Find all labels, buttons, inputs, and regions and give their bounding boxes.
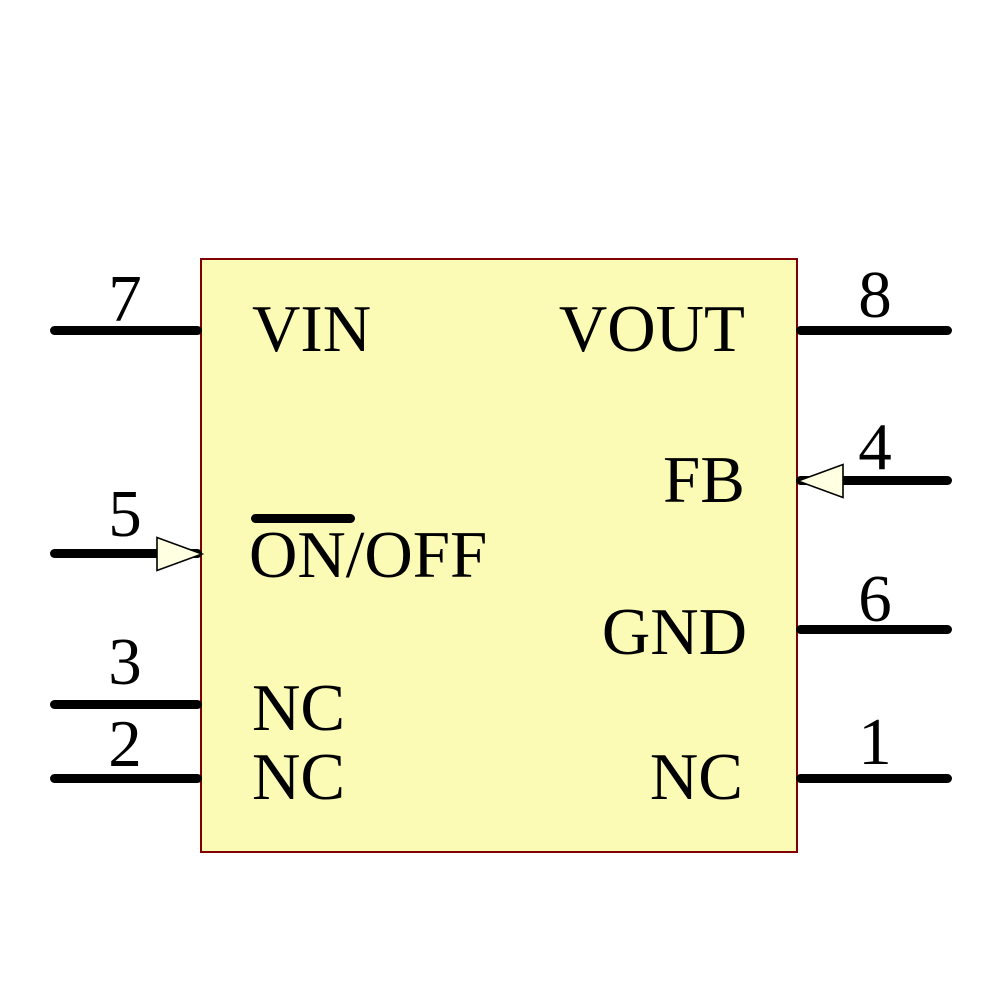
pin-2-line bbox=[50, 774, 202, 783]
pin-label-onoff: ON/OFF bbox=[249, 518, 488, 592]
pin-label-nc-3: NC bbox=[252, 671, 346, 745]
pin-1-line bbox=[796, 774, 952, 783]
pin-label-vout: VOUT bbox=[558, 292, 745, 366]
pin-label-nc-1: NC bbox=[649, 740, 743, 814]
pin-5-line bbox=[50, 549, 202, 558]
pin-6-line bbox=[796, 625, 952, 634]
pin-label-fb: FB bbox=[663, 443, 745, 517]
pin-3-line bbox=[50, 700, 202, 709]
pin-4-input-arrow-icon bbox=[795, 463, 844, 499]
pin-2-number: 2 bbox=[108, 707, 142, 781]
pin-7-number: 7 bbox=[108, 262, 142, 336]
pin-8-number: 8 bbox=[858, 258, 892, 332]
pin-label-vin: VIN bbox=[252, 292, 372, 366]
pin-5-number: 5 bbox=[108, 477, 142, 551]
ic-body bbox=[200, 258, 798, 853]
pin-4-line bbox=[796, 476, 952, 485]
pin-1-number: 1 bbox=[858, 705, 892, 779]
pin-4-number: 4 bbox=[858, 410, 892, 484]
pin-7-line bbox=[50, 326, 202, 335]
pin-8-line bbox=[796, 326, 952, 335]
pin-5-input-arrow-icon bbox=[156, 536, 205, 572]
pin-6-number: 6 bbox=[858, 562, 892, 636]
active-low-overline bbox=[251, 514, 355, 523]
pin-label-gnd: GND bbox=[601, 595, 747, 669]
pin-3-number: 3 bbox=[108, 625, 142, 699]
pin-label-nc-2: NC bbox=[252, 740, 346, 814]
